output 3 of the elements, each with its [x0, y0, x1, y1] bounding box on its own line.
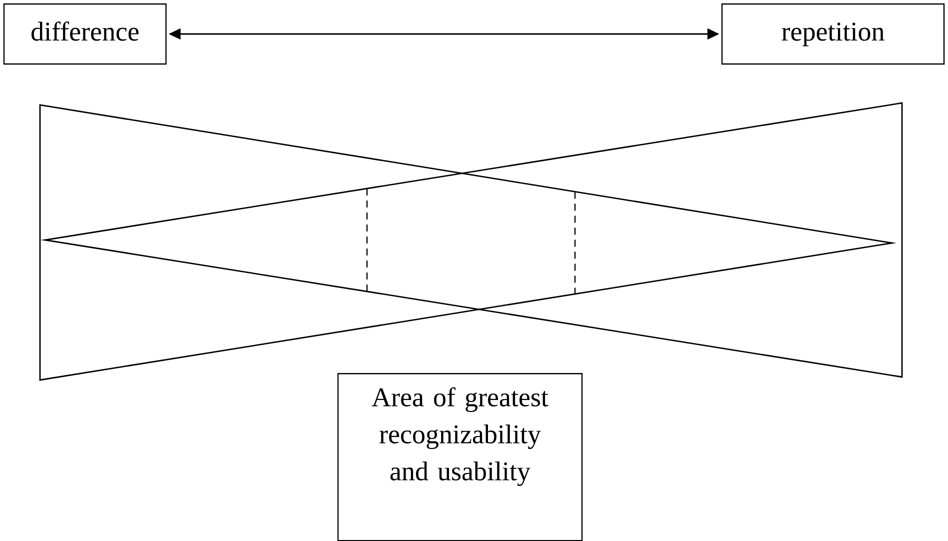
text-box: difference: [3, 3, 167, 65]
text-box: Area of greatest recognizability and usability: [337, 373, 583, 541]
text-box: repetition: [721, 3, 945, 65]
